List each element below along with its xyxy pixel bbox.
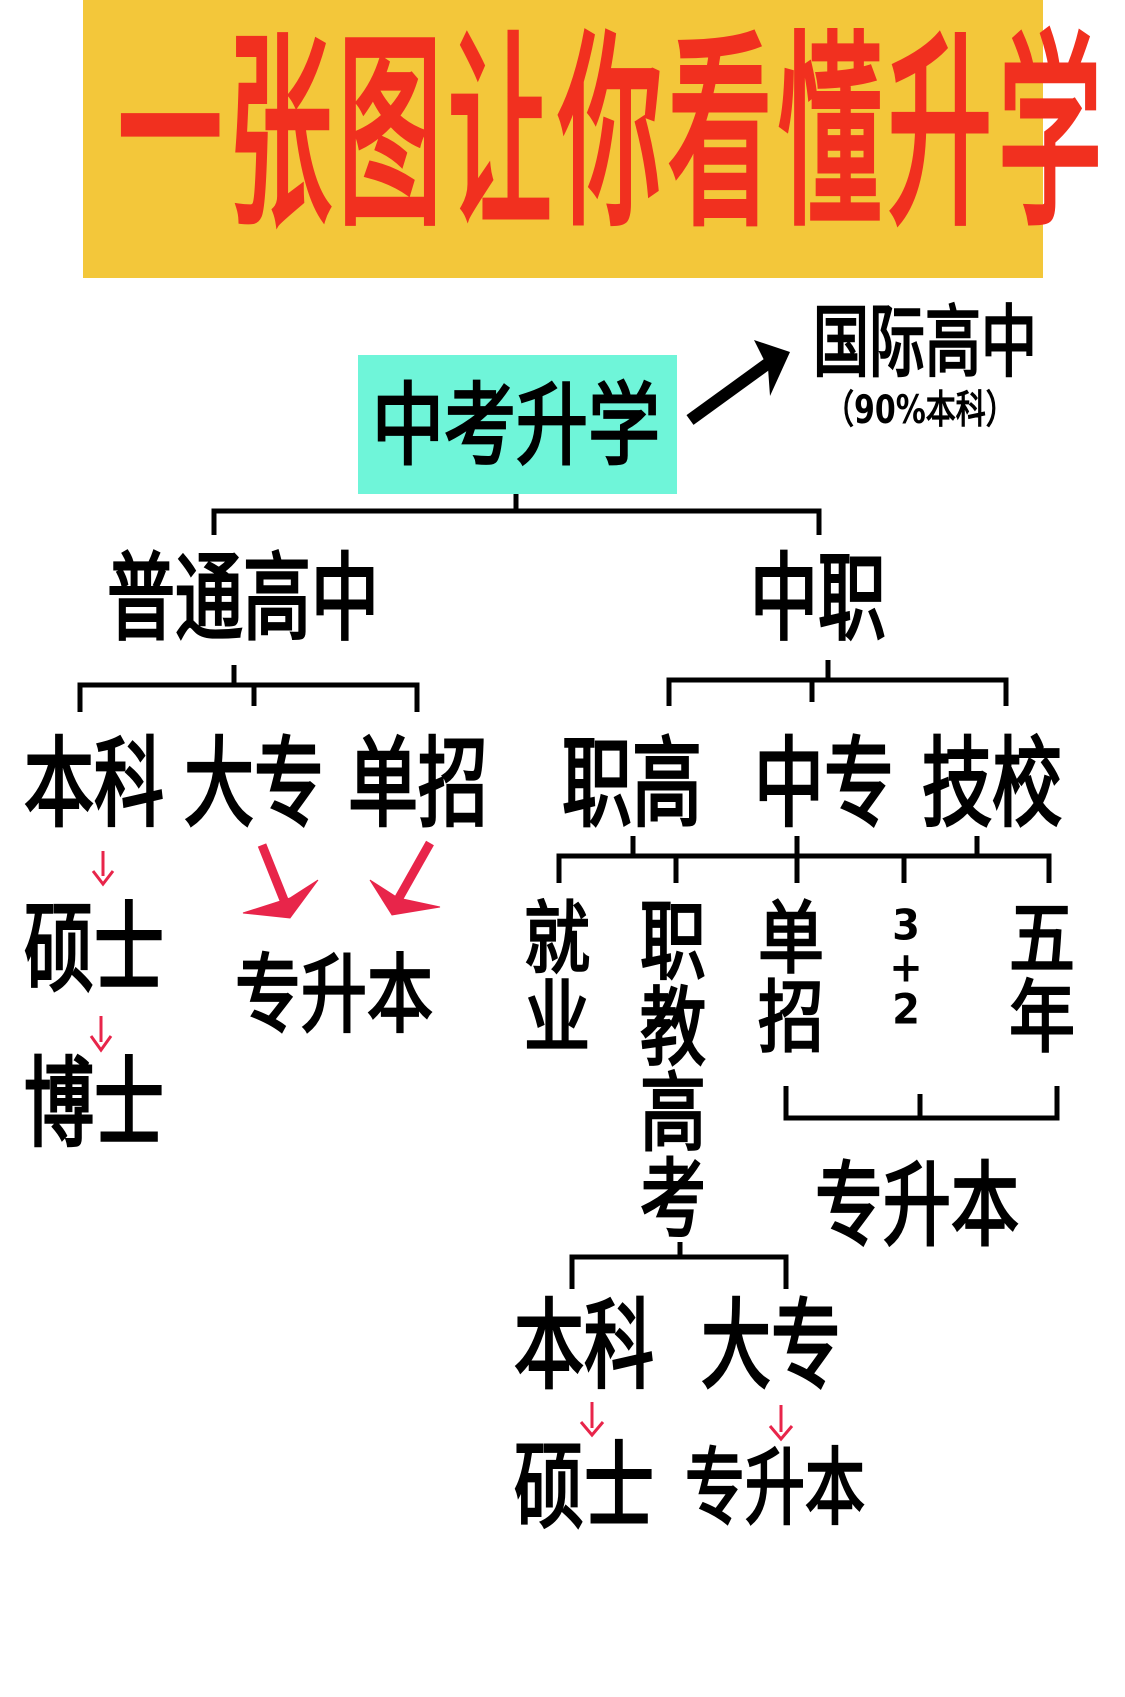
exam-bracket xyxy=(569,1242,789,1289)
general-bracket xyxy=(77,665,420,712)
root-bracket xyxy=(211,494,822,535)
path-vocational-exam: 职教高考 xyxy=(640,892,706,1250)
red-arrow-single-upgrade xyxy=(369,840,441,916)
vocational-school: 中职 xyxy=(750,544,887,656)
red-arrow-bachelor-masters xyxy=(91,851,115,887)
path-five-year: 五年 xyxy=(1009,892,1075,1065)
root-node-box xyxy=(358,355,677,494)
paths-bracket xyxy=(556,836,1052,883)
upgrade-bracket xyxy=(783,1086,1060,1121)
vocational-high: 职高 xyxy=(562,726,702,842)
technical-secondary: 中专 xyxy=(754,726,894,842)
exam-bachelor: 本科 xyxy=(514,1288,654,1404)
path-employment: 就业 xyxy=(524,892,590,1065)
doctorate-node: 博士 xyxy=(24,1046,164,1162)
path-single-admission: 单招 xyxy=(758,892,824,1065)
general-single-admission: 单招 xyxy=(348,726,488,842)
general-high-school: 普通高中 xyxy=(107,544,380,656)
red-arrow-exam-upgrade xyxy=(768,1405,794,1442)
general-junior-college: 大专 xyxy=(184,726,324,842)
vocational-upgrade-node: 专升本 xyxy=(815,1153,1020,1261)
diagram-title: 一张图让你看懂升学 xyxy=(118,12,1109,256)
red-arrow-college-upgrade xyxy=(242,843,319,919)
path-3-plus-2: 3+2 xyxy=(889,901,923,1035)
international-note: （90%本科） xyxy=(824,388,1016,434)
masters-node: 硕士 xyxy=(24,891,164,1007)
root-node: 中考升学 xyxy=(372,372,661,478)
exam-junior-college: 大专 xyxy=(701,1288,841,1404)
red-arrow-masters-doctorate xyxy=(89,1016,113,1053)
exam-upgrade: 专升本 xyxy=(685,1440,865,1538)
general-upgrade-node: 专升本 xyxy=(235,945,433,1046)
technical-school: 技校 xyxy=(922,726,1062,842)
vocational-bracket xyxy=(666,660,1009,706)
red-arrow-exam-masters xyxy=(579,1402,605,1438)
international-arrow xyxy=(686,340,790,425)
exam-masters: 硕士 xyxy=(514,1431,654,1543)
title-banner xyxy=(83,0,1043,278)
general-bachelor: 本科 xyxy=(24,726,164,842)
international-high-school: 国际高中 xyxy=(813,298,1037,389)
